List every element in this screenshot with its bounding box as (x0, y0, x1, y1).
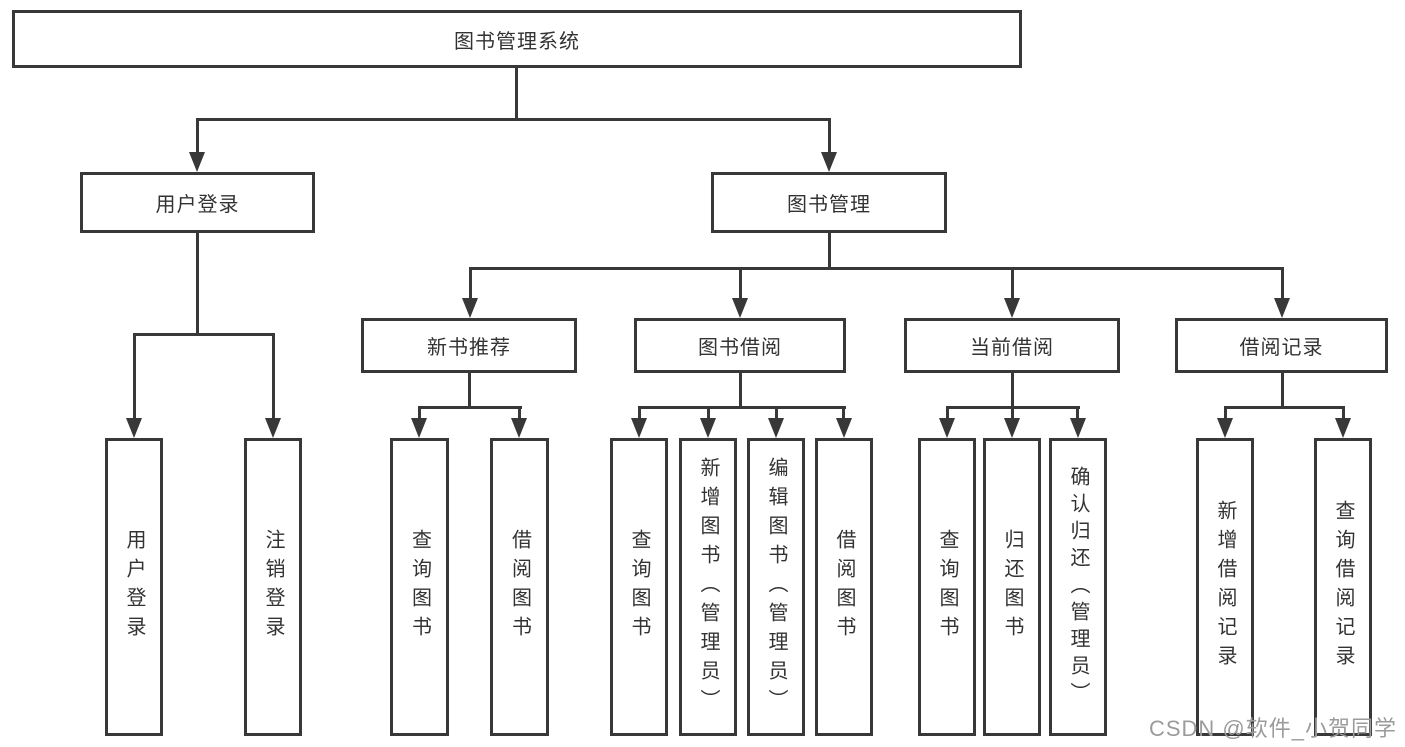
node-new-book-recommend-label: 新书推荐 (427, 337, 511, 359)
connector-current-borrow-stem (1011, 373, 1014, 409)
leaf-query-books-1: 查询图书 (390, 438, 449, 736)
leaf-add-borrow-record: 新增借阅记录 (1196, 438, 1254, 736)
node-current-borrow-label: 当前借阅 (970, 337, 1054, 359)
leaf-query-books-3-label: 查询图书 (936, 529, 958, 645)
connector-book-management-drop-3 (1011, 267, 1014, 300)
connector-book-management-drop-4 (1281, 267, 1284, 300)
connector-new-book-recommend-bar (418, 406, 522, 409)
arrowhead-query-books-2-icon (631, 418, 647, 438)
connector-new-book-recommend-stem (468, 373, 471, 409)
arrowhead-borrow-books-2-icon (836, 418, 852, 438)
leaf-add-book-admin-label: 新增图书（管理员） (697, 456, 719, 718)
arrowhead-edit-book-admin-icon (768, 418, 784, 438)
arrowhead-book-management-icon (821, 152, 837, 172)
connector-book-borrow-drop-2 (707, 406, 710, 420)
connector-root-stem (515, 68, 518, 120)
leaf-user-login-label: 用户登录 (123, 529, 145, 645)
connector-root-left-drop (196, 118, 199, 154)
leaf-user-login: 用户登录 (105, 438, 163, 736)
node-user-login-label: 用户登录 (155, 194, 240, 216)
node-current-borrow: 当前借阅 (904, 318, 1120, 373)
leaf-borrow-books-2-label: 借阅图书 (833, 529, 855, 645)
connector-book-management-stem (828, 233, 831, 270)
leaf-query-books-2: 查询图书 (610, 438, 668, 736)
leaf-add-borrow-record-label: 新增借阅记录 (1214, 500, 1236, 674)
arrowhead-add-book-admin-icon (700, 418, 716, 438)
connector-root-bar (196, 118, 830, 121)
leaf-confirm-return-admin-label: 确认归还（管理员） (1067, 465, 1089, 709)
node-borrow-records: 借阅记录 (1175, 318, 1388, 373)
arrowhead-confirm-return-admin-icon (1070, 418, 1086, 438)
arrowhead-query-borrow-record-icon (1335, 418, 1351, 438)
leaf-edit-book-admin: 编辑图书（管理员） (747, 438, 805, 736)
csdn-watermark: CSDN @软件_小贺同学 (1148, 716, 1397, 741)
connector-user-login-drop-1 (133, 333, 136, 420)
arrowhead-user-login-icon (189, 152, 205, 172)
connector-borrow-records-stem (1281, 373, 1284, 409)
leaf-query-borrow-record: 查询借阅记录 (1314, 438, 1372, 736)
connector-book-management-drop-2 (739, 267, 742, 300)
connector-new-book-recommend-drop-2 (518, 406, 521, 420)
arrowhead-borrow-books-1-icon (511, 418, 527, 438)
connector-user-login-stem (196, 233, 199, 335)
connector-book-management-bar (469, 267, 1283, 270)
leaf-borrow-books-1: 借阅图书 (490, 438, 549, 736)
arrowhead-return-book-icon (1004, 418, 1020, 438)
node-root-label: 图书管理系统 (454, 30, 580, 53)
connector-current-borrow-drop-1 (946, 406, 949, 420)
leaf-query-books-3: 查询图书 (918, 438, 976, 736)
node-new-book-recommend: 新书推荐 (361, 318, 577, 373)
connector-borrow-records-drop-2 (1342, 406, 1345, 420)
leaf-logout-label: 注销登录 (262, 529, 284, 645)
leaf-edit-book-admin-label: 编辑图书（管理员） (765, 456, 787, 718)
node-book-borrow: 图书借阅 (634, 318, 846, 373)
connector-book-management-drop-1 (469, 267, 472, 300)
connector-user-login-bar (133, 333, 274, 336)
node-book-borrow-label: 图书借阅 (698, 337, 782, 359)
connector-current-borrow-drop-2 (1011, 406, 1014, 420)
node-user-login: 用户登录 (80, 172, 315, 233)
leaf-confirm-return-admin: 确认归还（管理员） (1049, 438, 1107, 736)
node-root: 图书管理系统 (12, 10, 1022, 68)
node-book-management: 图书管理 (711, 172, 947, 233)
arrowhead-add-borrow-record-icon (1217, 418, 1233, 438)
leaf-return-book: 归还图书 (983, 438, 1041, 736)
leaf-query-borrow-record-label: 查询借阅记录 (1332, 500, 1354, 674)
arrowhead-leaf-user-login-icon (126, 418, 142, 438)
connector-borrow-records-drop-1 (1224, 406, 1227, 420)
connector-user-login-drop-2 (272, 333, 275, 420)
leaf-borrow-books-1-label: 借阅图书 (508, 529, 531, 645)
arrowhead-new-book-recommend-icon (462, 298, 478, 318)
leaf-logout: 注销登录 (244, 438, 302, 736)
arrowhead-book-borrow-icon (732, 298, 748, 318)
leaf-query-books-2-label: 查询图书 (628, 529, 650, 645)
leaf-borrow-books-2: 借阅图书 (815, 438, 873, 736)
connector-root-right-drop (828, 118, 831, 154)
arrowhead-query-books-1-icon (411, 418, 427, 438)
node-borrow-records-label: 借阅记录 (1239, 337, 1324, 359)
connector-book-borrow-drop-4 (842, 406, 845, 420)
connector-book-borrow-drop-1 (638, 406, 641, 420)
connector-borrow-records-bar (1224, 406, 1345, 409)
arrowhead-borrow-records-icon (1274, 298, 1290, 318)
leaf-add-book-admin: 新增图书（管理员） (679, 438, 737, 736)
arrowhead-leaf-logout-icon (265, 418, 281, 438)
connector-book-borrow-bar (638, 406, 846, 409)
leaf-return-book-label: 归还图书 (1001, 529, 1023, 645)
arrowhead-query-books-3-icon (939, 418, 955, 438)
arrowhead-current-borrow-icon (1004, 298, 1020, 318)
connector-book-borrow-drop-3 (775, 406, 778, 420)
connector-new-book-recommend-drop-1 (418, 406, 421, 420)
connector-book-borrow-stem (739, 373, 742, 409)
connector-current-borrow-drop-3 (1076, 406, 1079, 420)
leaf-query-books-1-label: 查询图书 (408, 529, 431, 645)
node-book-management-label: 图书管理 (787, 194, 871, 216)
